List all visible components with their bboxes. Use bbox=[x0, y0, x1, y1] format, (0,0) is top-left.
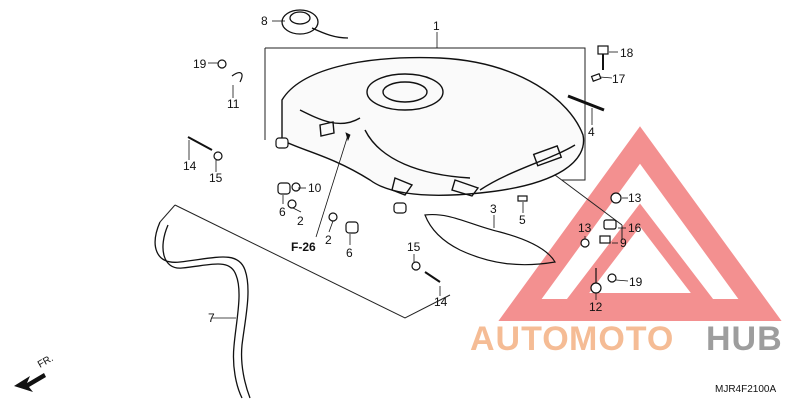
fuel-tank bbox=[281, 56, 585, 197]
callout-13a: 13 bbox=[628, 191, 642, 205]
callout-13b: 13 bbox=[578, 221, 592, 235]
callout-12: 12 bbox=[589, 300, 603, 314]
callout-11: 11 bbox=[227, 97, 240, 111]
small-parts bbox=[187, 45, 622, 294]
svg-text:AUTO: AUTO bbox=[470, 320, 570, 358]
heat-pad bbox=[424, 213, 556, 266]
watermark-triangle-logo bbox=[498, 126, 782, 321]
callout-3: 3 bbox=[490, 202, 497, 216]
leader-lines bbox=[188, 20, 629, 319]
svg-text:HUB: HUB bbox=[706, 320, 783, 358]
callout-9: 9 bbox=[620, 236, 627, 250]
section-ref-label: F-26 bbox=[291, 240, 316, 254]
callout-17: 17 bbox=[612, 72, 626, 86]
callout-1: 1 bbox=[433, 19, 440, 33]
callout-19a: 19 bbox=[193, 57, 207, 71]
callout-2a: 2 bbox=[297, 214, 304, 228]
breather-tube bbox=[154, 221, 251, 399]
callout-5: 5 bbox=[519, 213, 526, 227]
callout-7: 7 bbox=[208, 311, 215, 325]
front-direction-arrow: FR. bbox=[14, 353, 55, 392]
part-callouts: 1 2 2 3 4 5 6 6 7 8 9 10 11 12 13 13 14 … bbox=[183, 14, 643, 325]
svg-text:MOTO: MOTO bbox=[569, 320, 674, 358]
callout-6a: 6 bbox=[279, 205, 286, 219]
watermark-text: AUTO MOTO HUB bbox=[470, 320, 783, 358]
callout-15a: 15 bbox=[209, 171, 223, 185]
callout-8: 8 bbox=[261, 14, 268, 28]
callout-4: 4 bbox=[588, 125, 595, 139]
callout-6b: 6 bbox=[346, 246, 353, 260]
direction-label: FR. bbox=[36, 353, 55, 371]
callout-10: 10 bbox=[308, 181, 322, 195]
callout-16: 16 bbox=[628, 221, 642, 235]
callout-14a: 14 bbox=[183, 159, 197, 173]
callout-18: 18 bbox=[620, 46, 634, 60]
assembly-frame bbox=[264, 47, 623, 240]
callout-14b: 14 bbox=[434, 295, 448, 309]
diagram-code: MJR4F2100A bbox=[715, 384, 776, 395]
callout-2b: 2 bbox=[325, 233, 332, 247]
tube-frame bbox=[159, 204, 451, 319]
stay-bar bbox=[567, 94, 605, 112]
callout-15b: 15 bbox=[407, 240, 421, 254]
fuel-cap bbox=[281, 9, 349, 39]
callout-19b: 19 bbox=[629, 275, 643, 289]
